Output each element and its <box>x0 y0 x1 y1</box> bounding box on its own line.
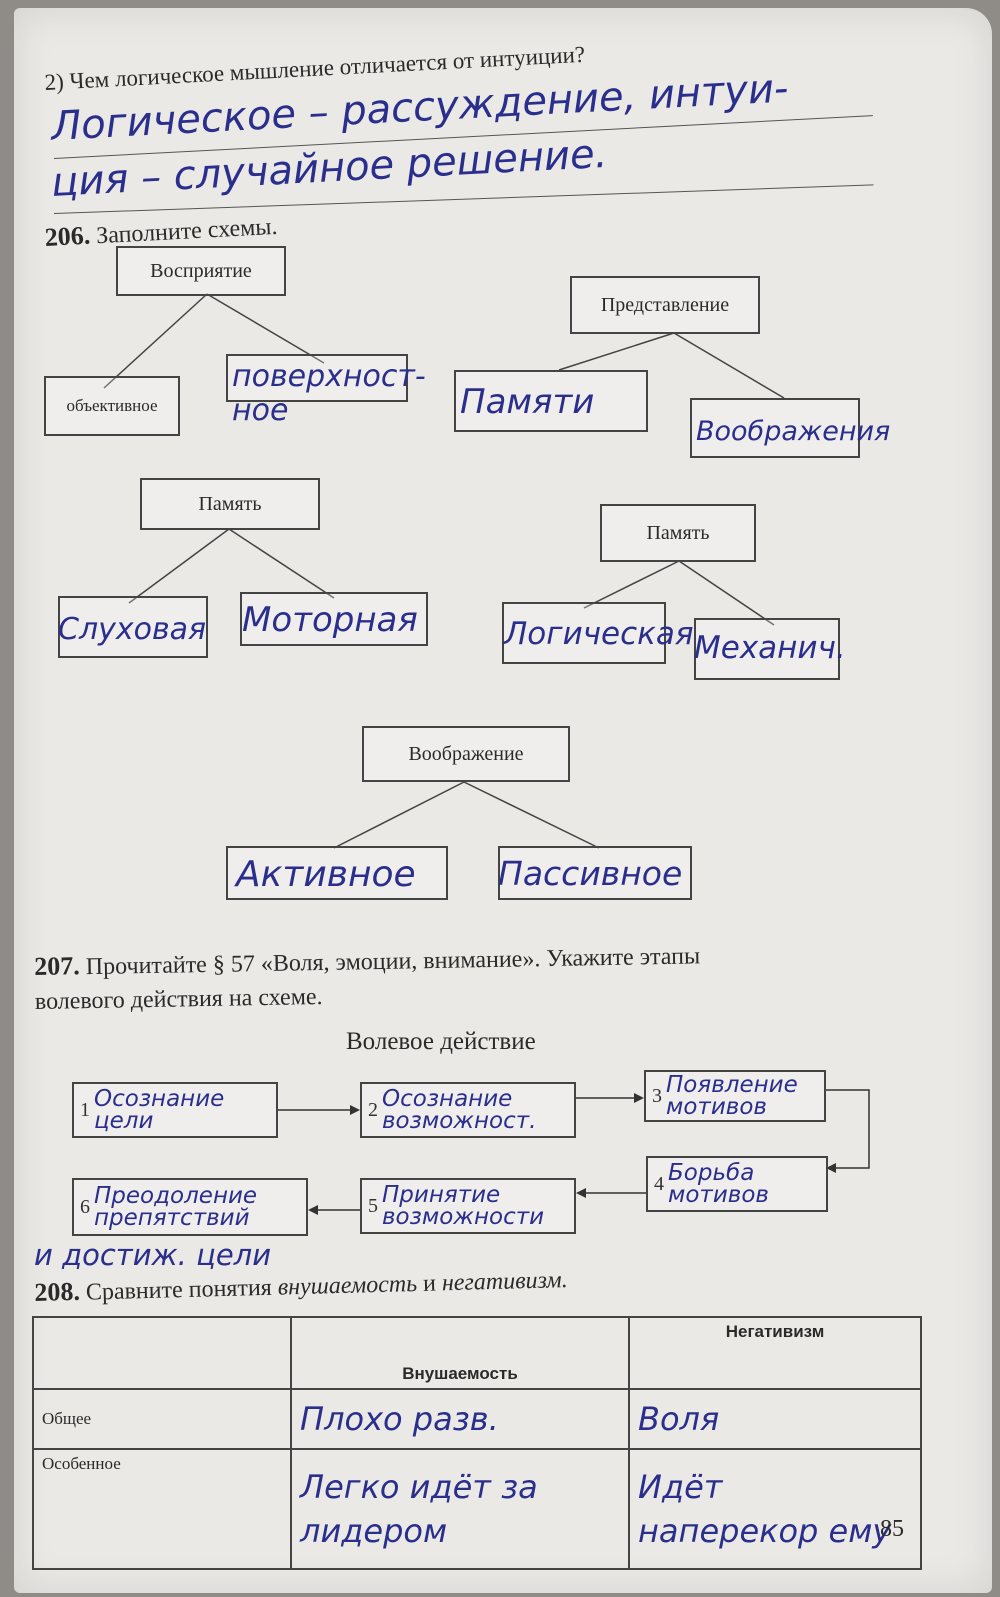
memory1-left-answer: Слуховая <box>58 612 207 647</box>
exercise-206-number: 206. <box>44 220 91 252</box>
perception-right-answer: поверхност-ное <box>232 359 426 428</box>
representation-right-answer: Воображения <box>696 416 891 447</box>
exercise-207-number: 207. <box>34 951 81 981</box>
exercise-208-text-prefix: Сравните понятия <box>85 1274 273 1306</box>
perception-left-label: объективное <box>66 396 158 415</box>
exercise-206-title: Заполните схемы. <box>95 213 279 250</box>
perception-root-label: Восприятие <box>150 259 252 282</box>
perception-right-box <box>226 354 408 402</box>
workbook-page: 2) Чем логическое мышление отличается от… <box>14 8 992 1593</box>
page-number: 85 <box>880 1516 904 1542</box>
imagination-right-answer: Пассивное <box>498 854 683 893</box>
row-label-general: Общее <box>32 1388 292 1450</box>
memory1-root-box: Память <box>140 478 320 530</box>
step-2-answer: Осознание возможност. <box>382 1086 537 1134</box>
row-label-special: Особенное <box>32 1448 292 1570</box>
memory2-left-answer: Логическая <box>504 616 694 652</box>
step-5-number: 5 <box>368 1194 378 1217</box>
imagination-left-answer: Активное <box>236 854 416 895</box>
representation-left-box <box>454 370 648 432</box>
memory2-root-label: Память <box>646 521 710 544</box>
step-3-answer: Появление мотивов <box>666 1072 798 1120</box>
table-header-row: Внушаемость Негативизм <box>32 1316 922 1390</box>
table-row-general: Общее Плохо разв. Воля <box>32 1388 922 1450</box>
memory1-root-label: Память <box>198 492 262 515</box>
representation-left-answer: Памяти <box>460 382 595 422</box>
memory2-right-box <box>694 618 840 680</box>
cell-suggestibility-general: Плохо разв. <box>290 1388 630 1450</box>
step-1-number: 1 <box>80 1098 90 1121</box>
step-4-box: 4 Борьба мотивов <box>646 1156 828 1212</box>
imagination-left-box <box>226 846 448 900</box>
step-5-answer: Принятие возможности <box>382 1182 545 1230</box>
step-2-box: 2 Осознание возможност. <box>360 1082 576 1138</box>
step-3-number: 3 <box>652 1084 662 1107</box>
step-3-box: 3 Появление мотивов <box>644 1070 826 1122</box>
imagination-root-label: Воображение <box>408 742 524 765</box>
table-header-suggestibility: Внушаемость <box>290 1316 630 1390</box>
step-5-box: 5 Принятие возможности <box>360 1178 576 1234</box>
imagination-root-box: Воображение <box>362 726 570 782</box>
cell-negativism-special: Идёт наперекор ему <box>628 1448 922 1570</box>
exercise-208-number: 208. <box>34 1276 81 1307</box>
cell-suggestibility-special: Легко идёт за лидером <box>290 1448 630 1570</box>
cell-negativism-general: Воля <box>628 1388 922 1450</box>
exercise-207-text-line1: Прочитайте § 57 «Воля, эмоции, внимание»… <box>85 943 701 981</box>
memory1-right-answer: Моторная <box>242 600 418 640</box>
memory2-left-box <box>502 602 666 664</box>
exercise-207-heading: 207. Прочитайте § 57 «Воля, эмоции, вним… <box>34 935 905 1019</box>
imagination-right-box <box>498 846 692 900</box>
step-6-box: 6 Преодоление препятствий <box>72 1178 308 1236</box>
step-1-box: 1 Осознание цели <box>72 1082 278 1138</box>
table-row-special: Особенное Легко идёт за лидером Идёт нап… <box>32 1448 922 1570</box>
step-4-number: 4 <box>654 1172 664 1195</box>
memory2-right-answer: Механич. <box>694 630 846 666</box>
comparison-table: Внушаемость Негативизм Общее Плохо разв.… <box>32 1316 922 1570</box>
perception-left-box: объективное <box>44 376 180 436</box>
table-corner-cell <box>32 1316 292 1390</box>
step-6-answer: Преодоление препятствий <box>94 1183 258 1231</box>
memory1-left-box <box>58 596 208 658</box>
representation-right-box <box>690 398 860 458</box>
perception-root-box: Восприятие <box>116 246 286 296</box>
step-6-number: 6 <box>80 1195 90 1218</box>
volitional-action-title: Волевое действие <box>346 1028 536 1055</box>
step-2-number: 2 <box>368 1098 378 1121</box>
memory1-right-box <box>240 592 428 646</box>
step-4-answer: Борьба мотивов <box>668 1160 769 1208</box>
memory2-root-box: Память <box>600 504 756 562</box>
representation-root-label: Представление <box>600 293 730 316</box>
exercise-208-term1: внушаемость <box>277 1270 418 1301</box>
step-6-extra-answer: и достиж. цели <box>34 1238 272 1272</box>
exercise-207-text-line2: волевого действия на схеме. <box>34 983 323 1015</box>
representation-root-box: Представление <box>570 276 760 334</box>
exercise-208-term2: негативизм. <box>441 1267 568 1297</box>
table-header-negativism: Негативизм <box>628 1316 922 1390</box>
exercise-208-conj: и <box>422 1270 437 1297</box>
step-1-answer: Осознание цели <box>94 1086 225 1134</box>
